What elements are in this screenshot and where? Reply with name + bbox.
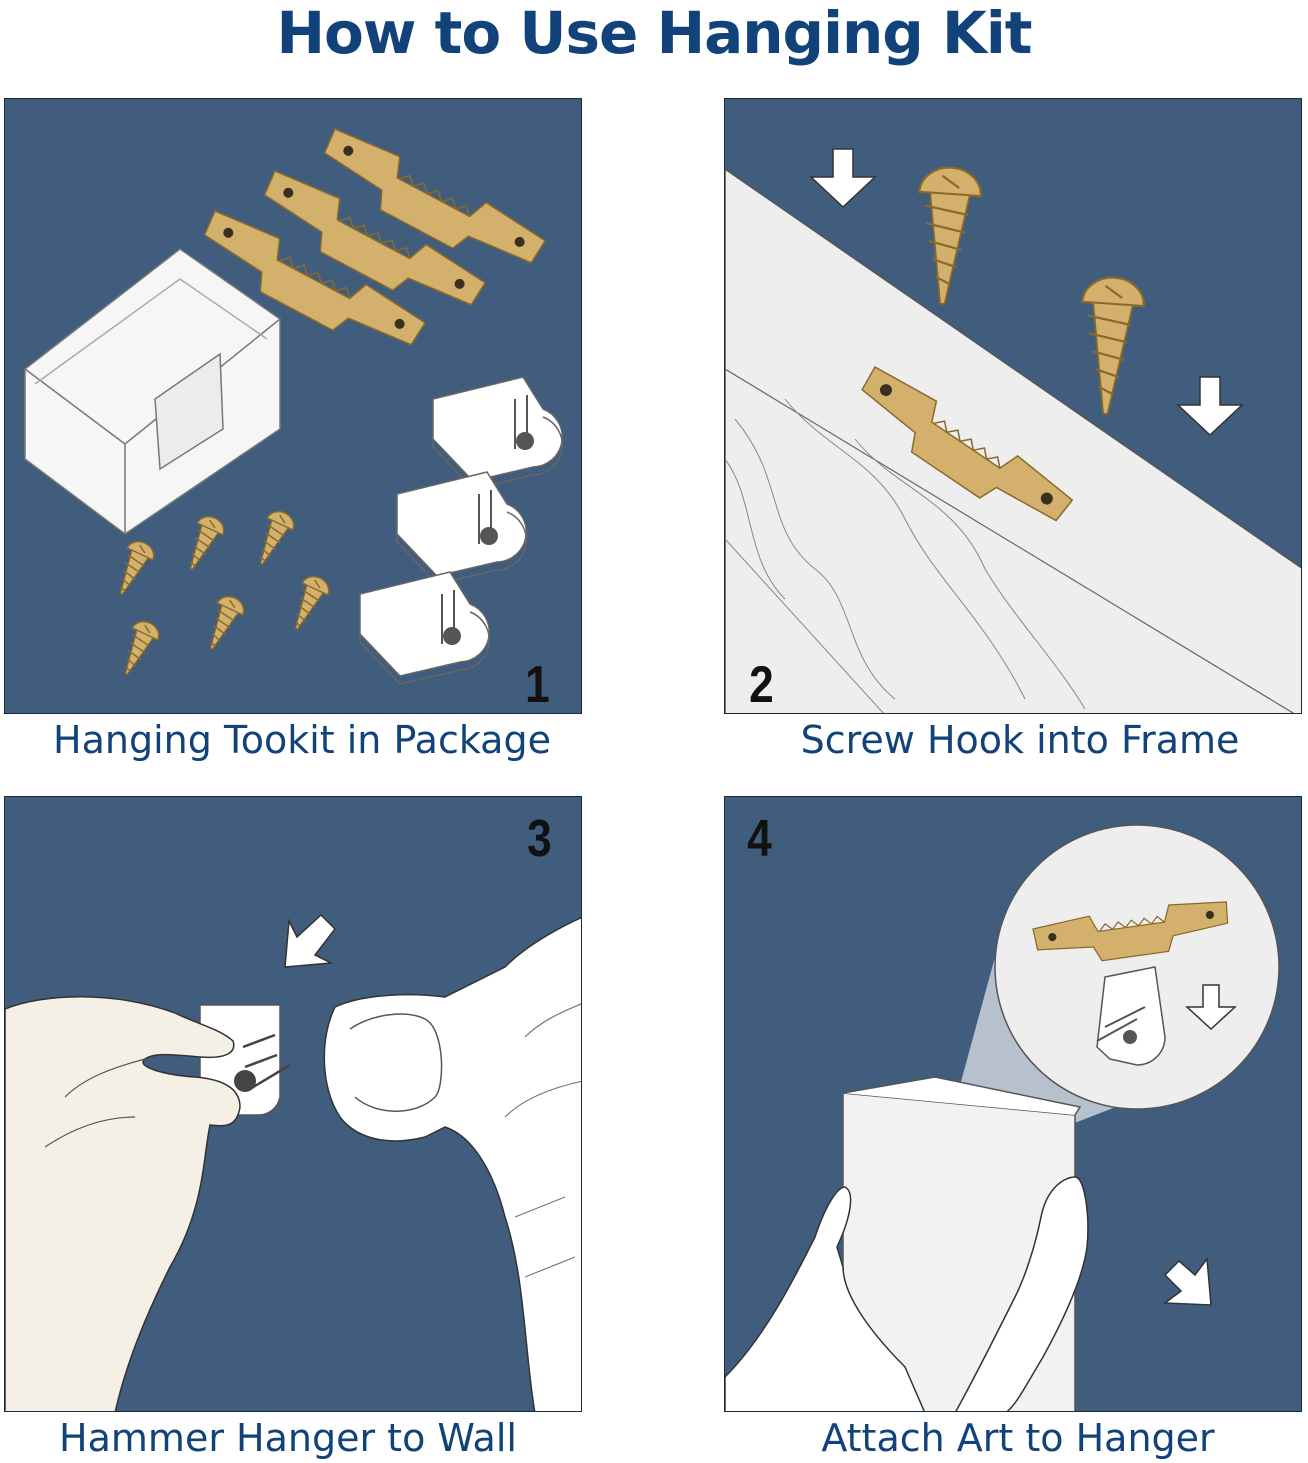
step-number: 3 (527, 810, 552, 868)
step-4-panel: 4 (724, 796, 1302, 1412)
step-2-caption: Screw Hook into Frame (800, 718, 1240, 762)
step-4-caption: Attach Art to Hanger (821, 1416, 1215, 1460)
step-2-illustration (725, 148, 1301, 713)
page-title: How to Use Hanging Kit (276, 0, 1033, 67)
step-1-caption: Hanging Tookit in Package (53, 718, 551, 762)
step-number: 4 (747, 810, 772, 868)
step-3-panel: 3 (4, 796, 582, 1412)
step-number: 1 (525, 656, 550, 714)
step-1-panel: 1 (4, 98, 582, 714)
step-4-illustration (725, 824, 1280, 1411)
step-2-panel: 2 (724, 98, 1302, 714)
step-1-illustration (24, 122, 564, 685)
step-3-illustration (5, 913, 581, 1411)
step-number: 2 (749, 656, 774, 714)
step-3-caption: Hammer Hanger to Wall (59, 1416, 517, 1460)
